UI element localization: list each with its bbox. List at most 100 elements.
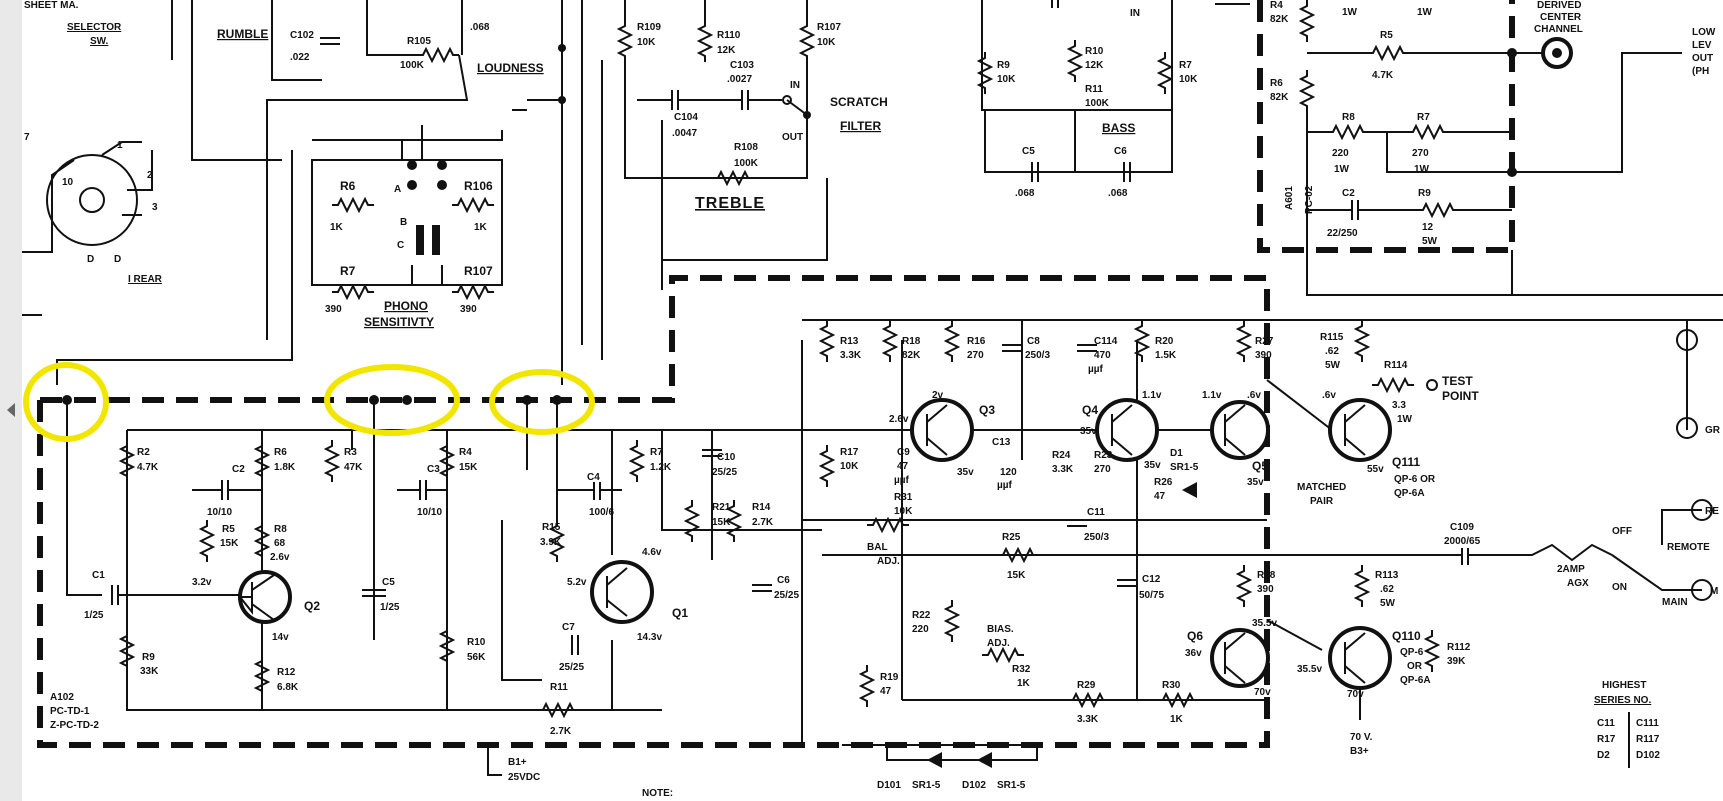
label: R6 bbox=[274, 447, 287, 458]
label: 82K bbox=[902, 350, 921, 361]
viewer-left-gutter bbox=[0, 0, 22, 801]
label: SENSITIVTY bbox=[364, 315, 434, 329]
label: C6 bbox=[777, 575, 790, 586]
label: R10 bbox=[1085, 46, 1104, 57]
label: 47K bbox=[344, 462, 363, 473]
label: C4 bbox=[587, 472, 600, 483]
label: 470 bbox=[1094, 350, 1111, 361]
label: 1 bbox=[117, 140, 123, 151]
label: TREBLE bbox=[695, 195, 765, 212]
label: 47 bbox=[880, 686, 892, 697]
label: 68 bbox=[274, 538, 286, 549]
label: Q2 bbox=[304, 599, 320, 613]
label: .068 bbox=[470, 22, 490, 33]
label: C12 bbox=[1142, 574, 1161, 585]
label: 1/25 bbox=[380, 602, 400, 613]
label: 35v bbox=[957, 467, 974, 478]
highlight-circle bbox=[489, 369, 595, 435]
label: MATCHED bbox=[1297, 482, 1346, 493]
label: R16 bbox=[967, 336, 986, 347]
series-table: HIGHEST SERIES NO. C11 C111 R17 R117 D2 … bbox=[1594, 680, 1660, 768]
label: D1 bbox=[1170, 448, 1183, 459]
label: C bbox=[397, 240, 404, 251]
label: C3 bbox=[427, 464, 440, 475]
label: 10K bbox=[997, 74, 1016, 85]
junction-dots bbox=[62, 395, 562, 405]
label: RE bbox=[1705, 506, 1719, 517]
label: D2 bbox=[1597, 750, 1610, 761]
label: R107 bbox=[817, 22, 841, 33]
label: 6.8K bbox=[277, 682, 299, 693]
label: 25/25 bbox=[774, 590, 799, 601]
label: TEST bbox=[1442, 374, 1473, 388]
label: C103 bbox=[730, 60, 754, 71]
label: C11 bbox=[1087, 507, 1105, 518]
chevron-left-icon[interactable] bbox=[3, 400, 19, 420]
label: Q6 bbox=[1187, 629, 1203, 643]
label: R26 bbox=[1154, 477, 1173, 488]
label: 390 bbox=[460, 304, 477, 315]
label: 4.6v bbox=[642, 547, 662, 558]
label: 10K bbox=[817, 37, 836, 48]
label: R105 bbox=[407, 36, 431, 47]
label: SW. bbox=[90, 36, 109, 47]
label: SELECTOR bbox=[67, 22, 122, 33]
output-terminal bbox=[1676, 329, 1698, 351]
label: 3.3 bbox=[1392, 400, 1406, 411]
label: 5.2v bbox=[567, 577, 587, 588]
label: 4.7K bbox=[1372, 70, 1394, 81]
label: C11 bbox=[1597, 718, 1615, 729]
label: 12 bbox=[1422, 222, 1434, 233]
label: R108 bbox=[734, 142, 758, 153]
label: R10 bbox=[467, 637, 486, 648]
label: MAIN bbox=[1662, 597, 1688, 608]
output-terminal bbox=[1691, 579, 1713, 601]
label: 2AMP bbox=[1557, 564, 1585, 575]
label: R8 bbox=[1342, 112, 1355, 123]
label: Q110 bbox=[1392, 629, 1421, 643]
selector-switch-section: SHEET MA. SELECTOR SW. 10 1 2 3 D D I RE… bbox=[22, 0, 163, 316]
label: 25/25 bbox=[559, 662, 584, 673]
label: 50/75 bbox=[1139, 590, 1164, 601]
label: SR1-5 bbox=[997, 780, 1026, 791]
label: 10K bbox=[894, 506, 913, 517]
label: .068 bbox=[1108, 188, 1128, 199]
label: 7 bbox=[24, 132, 30, 143]
label: CHANNEL bbox=[1534, 24, 1583, 35]
label: C2 bbox=[232, 464, 245, 475]
label: R18 bbox=[902, 336, 921, 347]
label: C111 bbox=[1636, 718, 1659, 729]
label: C109 bbox=[1450, 522, 1474, 533]
label: 82K bbox=[1270, 14, 1289, 25]
label: PAIR bbox=[1310, 496, 1334, 507]
treble-section: R109 10K R110 12K C103 .0027 R107 10K IN… bbox=[581, 0, 888, 360]
label: .068 bbox=[1015, 188, 1035, 199]
label: 1K bbox=[1170, 714, 1184, 725]
label: 5W bbox=[1422, 236, 1438, 247]
label: 5W bbox=[1325, 360, 1341, 371]
label: 220 bbox=[1332, 148, 1349, 159]
label: 35v bbox=[1080, 426, 1097, 437]
label: Q3 bbox=[979, 403, 995, 417]
input-stage: R2 4.7K C2 10/10 R6 1.8K R3 47K C3 10/10… bbox=[84, 439, 799, 799]
label: LOW bbox=[1692, 27, 1716, 38]
label: RUMBLE bbox=[217, 27, 268, 41]
amplifier-schematic: SHEET MA. SELECTOR SW. 10 1 2 3 D D I RE… bbox=[22, 0, 1723, 799]
label: R6 bbox=[1270, 78, 1283, 89]
label: R8 bbox=[274, 524, 287, 535]
label: .62 bbox=[1325, 346, 1339, 357]
label: AGX bbox=[1567, 578, 1589, 589]
label: C9 bbox=[897, 447, 910, 458]
label: B3+ bbox=[1350, 746, 1369, 757]
label: 3.2v bbox=[192, 577, 212, 588]
label: A601 bbox=[1284, 186, 1295, 210]
label: 220 bbox=[912, 624, 929, 635]
label: R30 bbox=[1162, 680, 1181, 691]
label: R4 bbox=[459, 447, 472, 458]
label: 1.2K bbox=[650, 462, 672, 473]
label: 270 bbox=[1094, 464, 1111, 475]
label: 3 bbox=[152, 202, 158, 213]
label: µµf bbox=[997, 480, 1013, 491]
label: Q111 bbox=[1392, 455, 1420, 469]
